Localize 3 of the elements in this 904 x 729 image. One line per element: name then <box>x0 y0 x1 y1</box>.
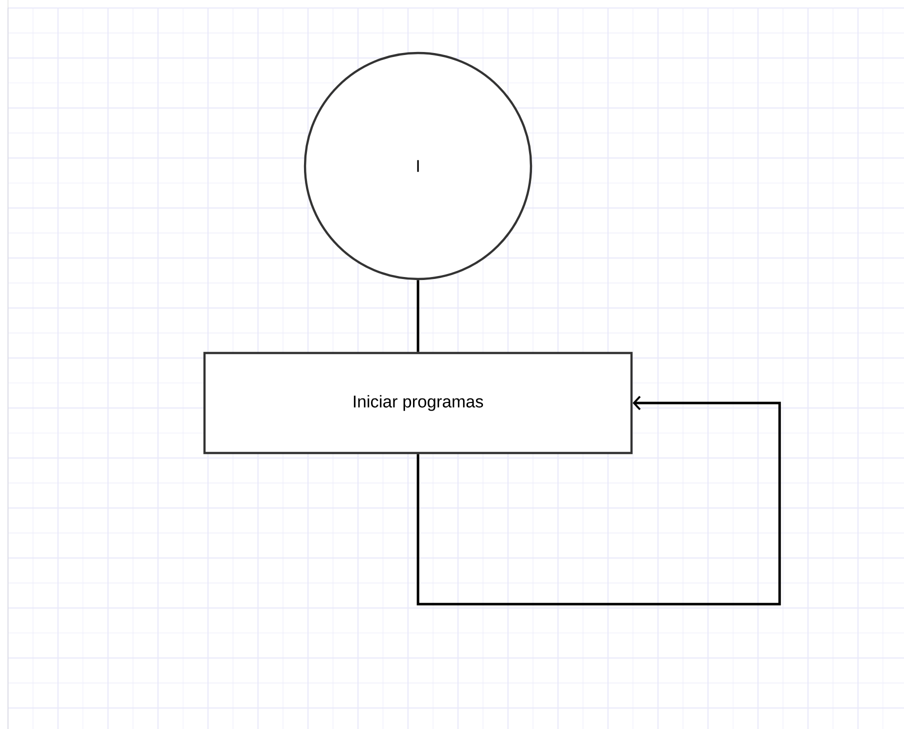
arrow <box>416 396 781 606</box>
process-box: Iniciar programas <box>203 352 633 454</box>
connector-line <box>416 280 420 352</box>
